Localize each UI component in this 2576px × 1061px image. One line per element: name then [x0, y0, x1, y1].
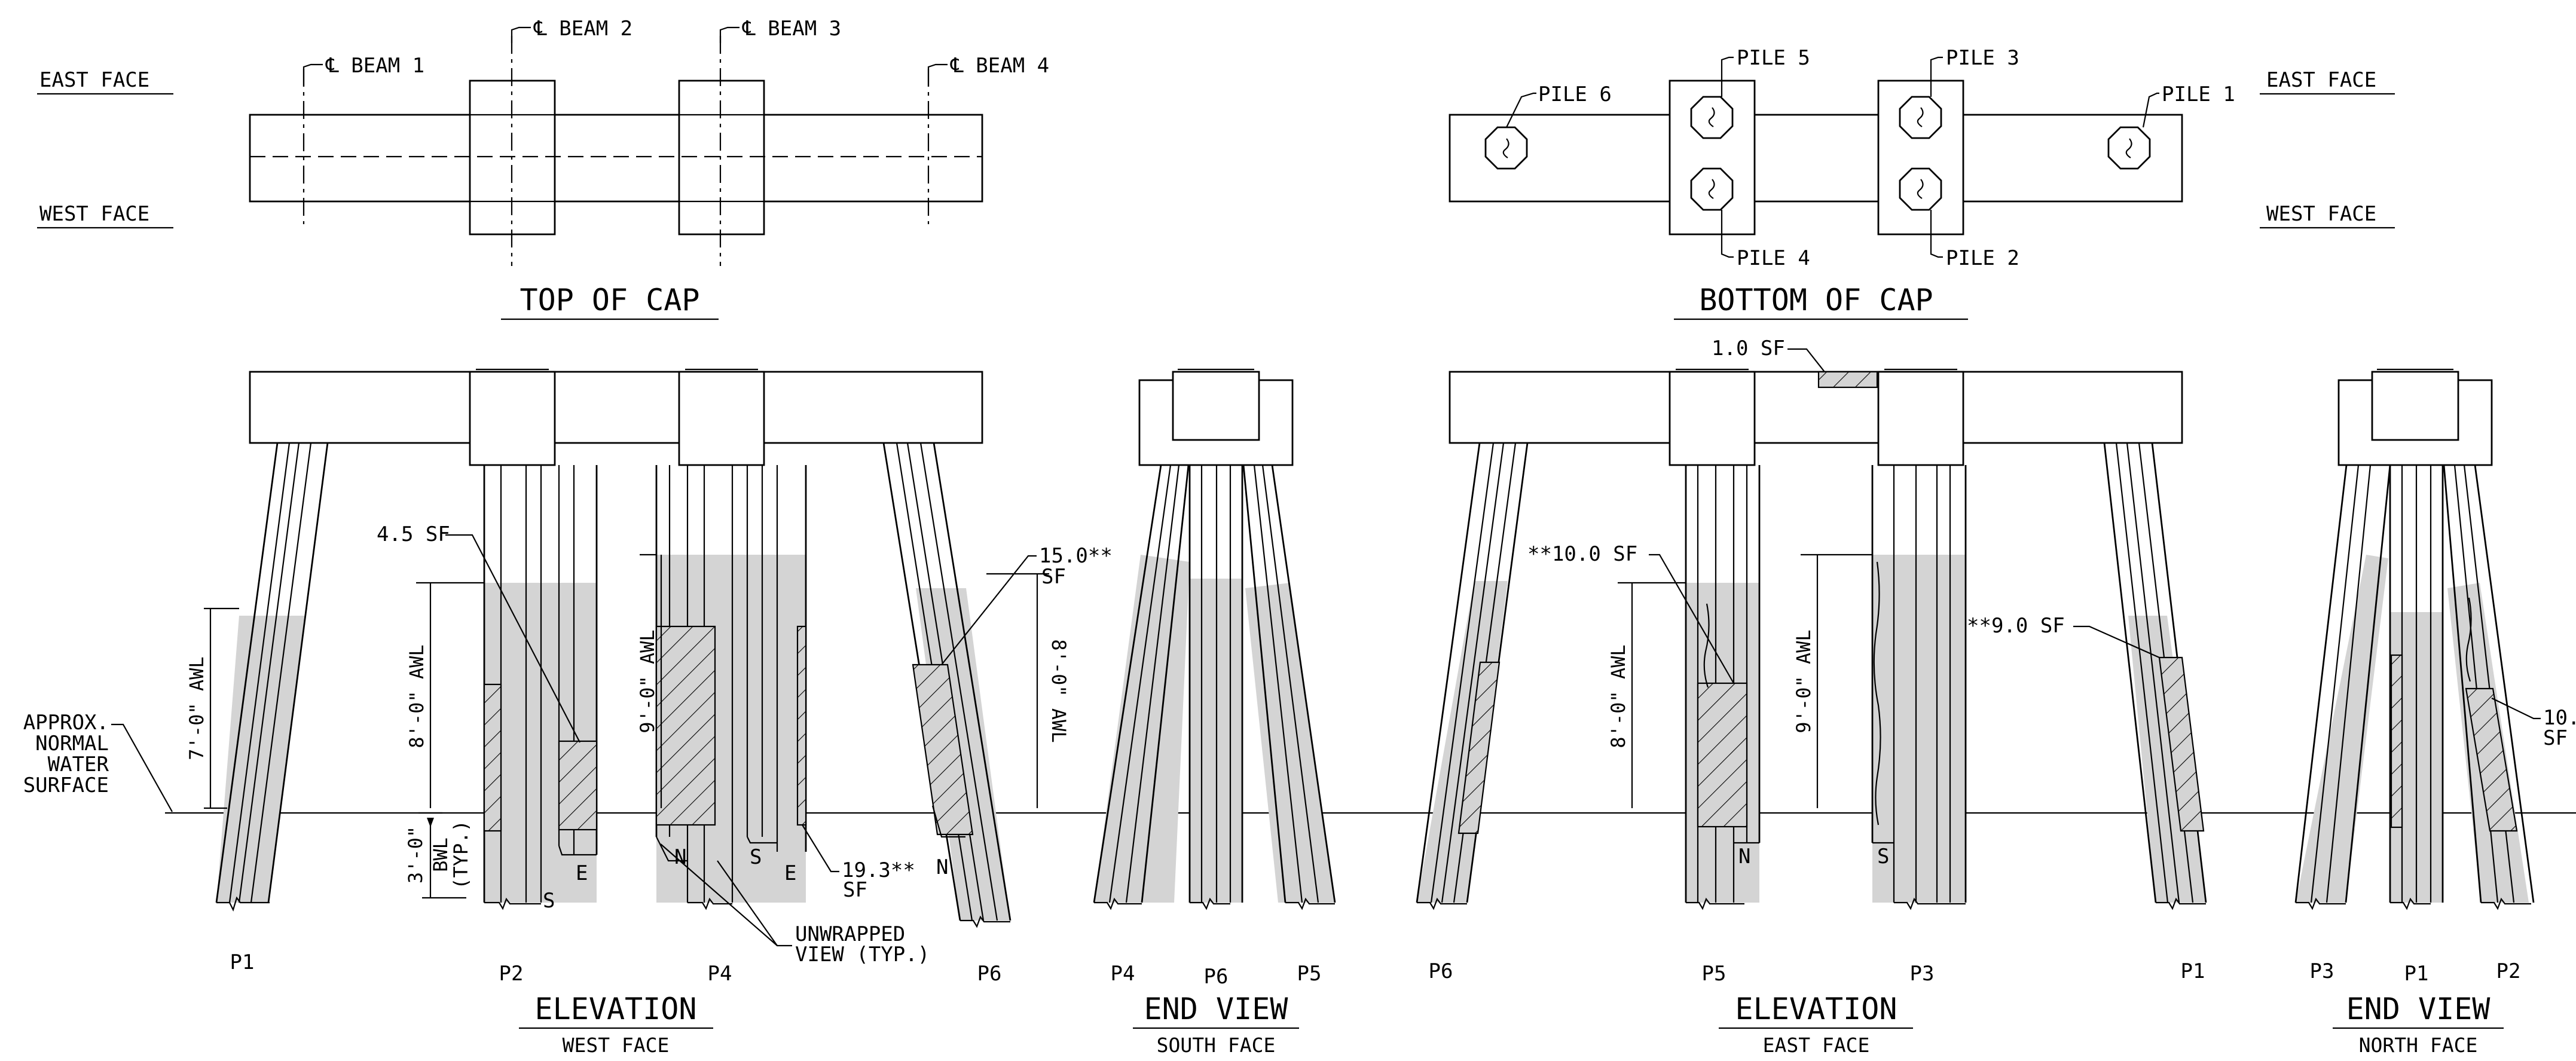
face-n-p4: N	[674, 845, 686, 869]
sf-p4-label-2: SF	[843, 878, 867, 902]
face-e-p2: E	[576, 861, 588, 885]
elevation-west-subtitle: WEST FACE	[563, 1034, 670, 1057]
face-s-p4: S	[750, 845, 762, 869]
top-of-cap-view: ℄ BEAM 1 ℄ BEAM 2 ℄ BEAM 3 ℄ BEAM 4 EAST…	[37, 17, 1049, 320]
p2-awl-dim: 8'-0" AWL	[405, 644, 428, 748]
pile-3-label: PILE 3	[1946, 46, 2019, 70]
p5-awl-dim: 8'-0" AWL	[1607, 644, 1630, 748]
north-pile-p3: P3	[2310, 959, 2334, 983]
sf-north-p2-label-2: SF	[2543, 726, 2568, 750]
north-pile-p1: P1	[2404, 962, 2429, 986]
top-of-cap-title: TOP OF CAP	[520, 283, 699, 317]
p1-awl-dim: 7'-0" AWL	[185, 656, 208, 760]
sf-p1-label: **9.0 SF	[1967, 614, 2065, 638]
bwl-dim: 3'-0"	[404, 826, 427, 883]
end-view-north: 10. SF P3 P1 P2 END VIEW NORTH FACE	[2294, 368, 2576, 1057]
p4-awl-dim: 9'-0" AWL	[636, 629, 659, 733]
east-pile-p3: P3	[1910, 962, 1935, 986]
beam-2-label: ℄ BEAM 2	[533, 17, 632, 41]
pile-6-label: PILE 6	[1538, 82, 1612, 106]
water-surface-note-4: SURFACE	[23, 773, 109, 797]
face-s-p3: S	[1877, 845, 1889, 869]
west-pile-p1: P1	[230, 950, 255, 974]
bottom-of-cap-view: PILE 6 PILE 5 PILE 4 PILE 3 PILE 2 PILE …	[1449, 46, 2395, 320]
sf-north-p2-label-1: 10.	[2543, 706, 2576, 730]
face-n-p5: N	[1738, 845, 1750, 869]
end-view-south-title: END VIEW	[1144, 992, 1289, 1026]
pile-1-label: PILE 1	[2162, 82, 2235, 106]
bottom-east-face-label: EAST FACE	[2266, 68, 2376, 92]
elevation-east-view: 8'-0" AWL 9'-0" AWL 1.0 SF **10.0 SF **9…	[1416, 337, 2207, 1057]
south-pile-p5: P5	[1297, 962, 1322, 986]
pile-5-label: PILE 5	[1737, 46, 1810, 70]
south-pile-p4: P4	[1111, 962, 1135, 986]
pile-2-label: PILE 2	[1946, 246, 2019, 270]
beam-4-label: ℄ BEAM 4	[950, 54, 1049, 78]
east-pile-p1: P1	[2181, 959, 2205, 983]
elevation-east-title: ELEVATION	[1735, 992, 1897, 1026]
end-view-south: P4 P6 P5 END VIEW SOUTH FACE	[1093, 368, 1336, 1057]
end-view-south-subtitle: SOUTH FACE	[1157, 1034, 1276, 1057]
west-pile-p6: P6	[977, 962, 1002, 986]
pile-octagons	[1484, 96, 2151, 211]
beam-1-label: ℄ BEAM 1	[325, 54, 424, 78]
bottom-of-cap-title: BOTTOM OF CAP	[1699, 283, 1933, 317]
elevation-west-view: 7'-0" AWL 8'-0" AWL 9'-0" AWL 8'-0" AWL …	[23, 368, 1113, 1057]
water-surface-note-1: APPROX.	[23, 711, 109, 735]
p3-awl-dim: 9'-0" AWL	[1792, 629, 1815, 733]
east-pile-p5: P5	[1702, 962, 1726, 986]
top-east-face-label: EAST FACE	[39, 68, 149, 92]
unwrapped-note-1: UNWRAPPED	[795, 922, 905, 946]
west-pile-p2: P2	[499, 962, 524, 986]
face-n-p6: N	[936, 855, 948, 879]
west-pile-p4: P4	[708, 962, 732, 986]
bottom-west-face-label: WEST FACE	[2266, 202, 2376, 226]
east-pile-p6: P6	[1429, 959, 1453, 983]
top-west-face-label: WEST FACE	[39, 202, 149, 226]
face-e-p4: E	[784, 861, 796, 885]
elevation-west-title: ELEVATION	[535, 992, 697, 1026]
unwrapped-note-2: VIEW (TYP.)	[795, 943, 930, 967]
end-view-north-subtitle: NORTH FACE	[2359, 1034, 2478, 1057]
water-surface-note-3: WATER	[48, 753, 109, 776]
water-surface-note-2: NORMAL	[35, 732, 109, 756]
sf-p5-label: **10.0 SF	[1527, 542, 1637, 566]
beam-3-label: ℄ BEAM 3	[742, 17, 841, 41]
sf-p6-label-2: SF	[1041, 565, 1066, 589]
north-pile-p2: P2	[2496, 959, 2521, 983]
end-view-north-title: END VIEW	[2346, 992, 2491, 1026]
sf-p6-label-1: 15.0**	[1039, 544, 1113, 568]
elevation-east-subtitle: EAST FACE	[1763, 1034, 1870, 1057]
p6-awl-dim: 8'-0" AWL	[1047, 639, 1070, 742]
sf-p4-label-1: 19.3**	[842, 858, 915, 882]
bwl-note-2: (TYP.)	[450, 820, 472, 889]
sf-cap-label: 1.0 SF	[1712, 337, 1785, 360]
bwl-note-1: BWL	[429, 837, 452, 872]
south-pile-p6: P6	[1204, 965, 1229, 989]
pile-4-label: PILE 4	[1737, 246, 1810, 270]
sf-p2-label: 4.5 SF	[377, 522, 450, 546]
face-s-p2: S	[543, 889, 555, 913]
